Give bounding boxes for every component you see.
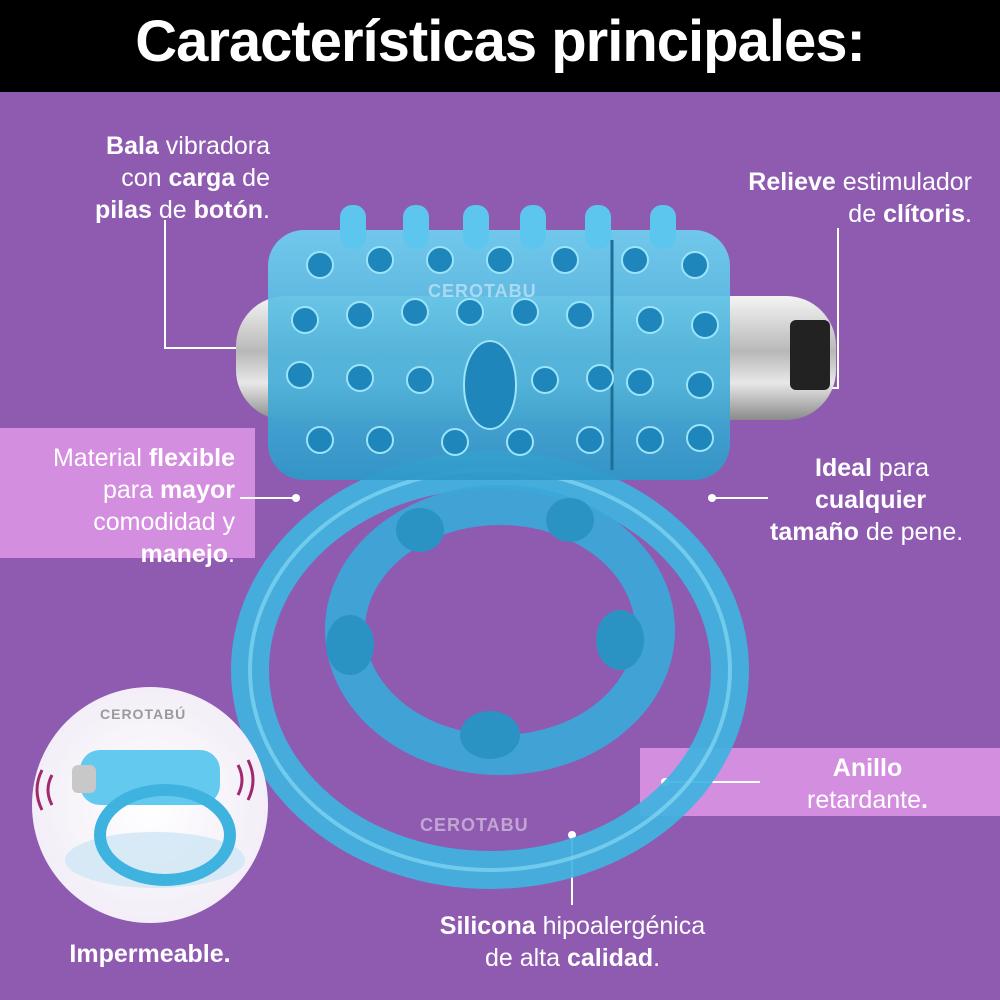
- feature-impermeable: Impermeable.: [69, 940, 231, 968]
- watermark-bottom: CEROTABU: [420, 815, 529, 835]
- feature-material: Material flexible para mayor comodidad y…: [52, 444, 235, 568]
- feature-silicona: Silicona hipoalergénica de alta calidad.: [439, 912, 706, 972]
- waterproof-inset: [32, 687, 268, 923]
- feature-bala: Bala vibradora con carga de pilas de bot…: [94, 132, 270, 224]
- watermark-top: CEROTABU: [428, 281, 537, 301]
- band-material: [0, 428, 255, 558]
- page-title: Características principales:: [135, 9, 866, 74]
- header-bar: Características principales:: [0, 0, 1000, 92]
- feature-anillo: Anillo retardante.: [807, 754, 928, 814]
- feature-relieve: Relieve estimulador de clítoris.: [748, 168, 972, 228]
- watermark-inset: CEROTABÚ: [100, 706, 187, 722]
- feature-ideal: Ideal para cualquier tamaño de pene.: [770, 454, 964, 546]
